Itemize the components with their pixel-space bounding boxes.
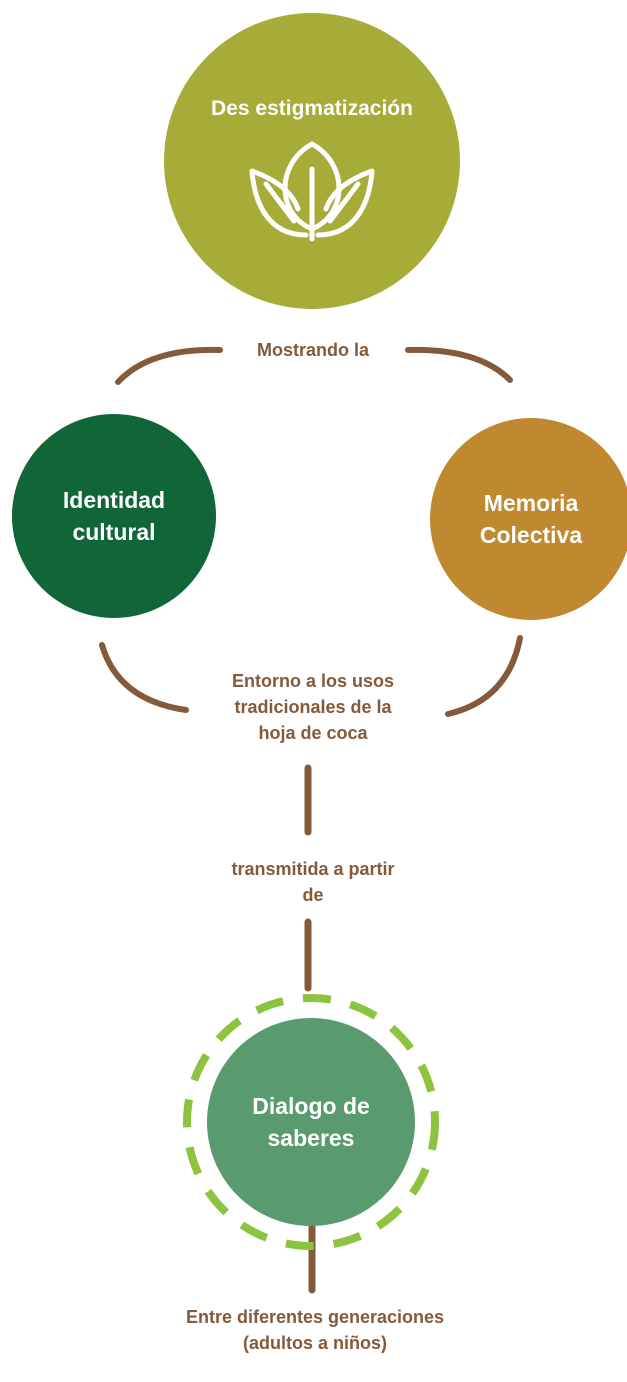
label-transmitida: transmitida a partir de [190,856,436,908]
label-entorno: Entorno a los usos tradicionales de la h… [200,668,426,746]
label-mostrando: Mostrando la [256,340,369,360]
label-line: (adultos a niños) [243,1333,387,1353]
label-line: hoja de coca [258,723,368,743]
node-line-2: cultural [72,519,156,545]
node-line-1: Identidad [62,487,166,513]
arc-bottom-left [99,642,189,713]
node-memoria-colectiva: Memoria Colectiva [430,418,627,620]
arc-top-right [405,346,513,383]
leaf-icon [249,141,375,242]
node-identidad-cultural: Identidad cultural [12,414,216,618]
arc-top-left [115,346,223,385]
node-line-1: Memoria [483,490,579,516]
node-line-1: Dialogo de [252,1093,370,1119]
label-line: tradicionales de la [234,697,392,717]
label-generaciones: Entre diferentes generaciones (adultos a… [130,1304,500,1356]
arc-bottom-right [445,635,523,717]
node-destigmatizacion: Des estigmatización [164,13,460,309]
label-line: transmitida a partir [231,859,395,879]
dashed-ring [183,994,439,1250]
node-title: Des estigmatización [211,97,413,120]
label-line: de [302,885,324,905]
node-dialogo-de-saberes: Dialogo de saberes [207,1018,415,1226]
node-line-2: Colectiva [479,522,583,548]
node-line-2: saberes [267,1125,355,1151]
label-line: Entre diferentes generaciones [185,1307,445,1327]
label-line: Entorno a los usos [231,671,395,691]
